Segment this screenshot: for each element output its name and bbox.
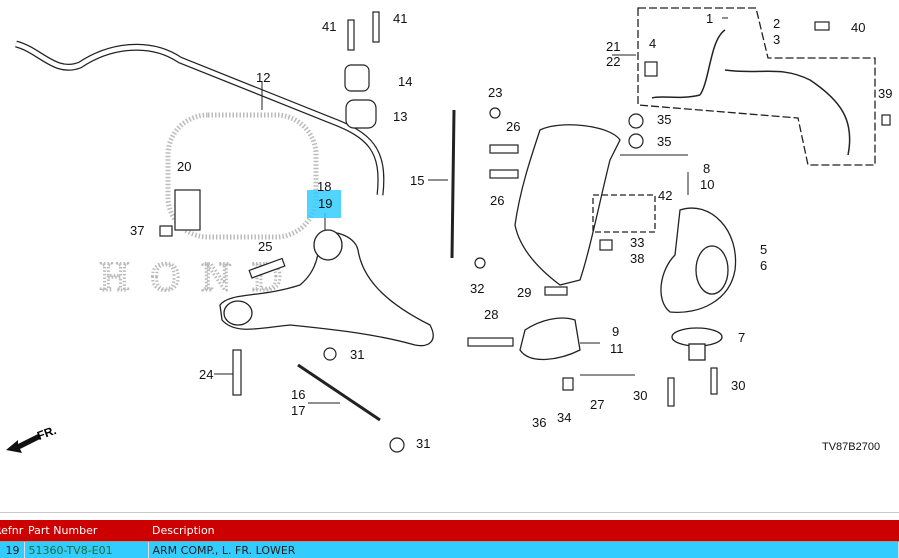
callout-6[interactable]: 6 — [760, 258, 768, 273]
table-header-row: Refnr Part Number Description — [0, 520, 899, 542]
callout-19[interactable]: 19 — [318, 196, 333, 211]
callout-4[interactable]: 4 — [649, 36, 657, 51]
divider — [0, 512, 899, 513]
callout-15[interactable]: 15 — [410, 173, 425, 188]
callout-16[interactable]: 16 — [291, 387, 306, 402]
callout-35[interactable]: 35 — [657, 112, 672, 127]
callout-18[interactable]: 18 — [317, 179, 332, 194]
callout-14[interactable]: 14 — [398, 74, 413, 89]
column-header-part-number[interactable]: Part Number — [24, 520, 148, 542]
callout-30[interactable]: 30 — [633, 388, 648, 403]
callout-9[interactable]: 9 — [612, 324, 620, 339]
callout-29[interactable]: 29 — [517, 285, 532, 300]
parts-diagram: HONDA — [6, 7, 893, 453]
callout-39[interactable]: 39 — [878, 86, 893, 101]
callout-12[interactable]: 12 — [256, 70, 271, 85]
callout-5[interactable]: 5 — [760, 242, 768, 257]
callout-41[interactable]: 41 — [393, 11, 408, 26]
callout-28[interactable]: 28 — [484, 307, 499, 322]
callout-33[interactable]: 33 — [630, 235, 645, 250]
callout-17[interactable]: 17 — [291, 403, 306, 418]
callout-40[interactable]: 40 — [851, 20, 866, 35]
diagram-drawing: HONDA — [14, 7, 891, 453]
column-header-description[interactable]: Description — [148, 520, 899, 542]
callout-32[interactable]: 32 — [470, 281, 485, 296]
highlight-ref-19[interactable] — [307, 190, 341, 218]
diagram-code: TV87B2700 — [822, 441, 881, 453]
sensor-group-box — [637, 7, 876, 166]
column-header-refnr[interactable]: Refnr — [0, 520, 24, 542]
cell-refnr: 19 — [0, 541, 25, 558]
arrow-left-icon — [6, 434, 40, 453]
callout-34[interactable]: 34 — [557, 410, 572, 425]
callout-26[interactable]: 26 — [490, 193, 505, 208]
callout-31[interactable]: 31 — [416, 436, 431, 451]
callout-21[interactable]: 21 — [606, 39, 621, 54]
callout-8[interactable]: 8 — [703, 161, 711, 176]
lower-arm[interactable] — [219, 231, 434, 347]
callout-26[interactable]: 26 — [506, 119, 521, 134]
callout-24[interactable]: 24 — [199, 367, 214, 382]
callout-37[interactable]: 37 — [130, 223, 145, 238]
callout-2[interactable]: 2 — [773, 16, 781, 31]
parts-table: Refnr Part Number Description 19 51360-T… — [0, 520, 899, 558]
table-row[interactable]: 19 51360-TV8-E01 ARM COMP., L. FR. LOWER — [0, 541, 899, 558]
callout-3[interactable]: 3 — [773, 32, 781, 47]
callout-27[interactable]: 27 — [590, 397, 605, 412]
cell-part-number[interactable]: 51360-TV8-E01 — [24, 541, 149, 558]
callout-22[interactable]: 22 — [606, 54, 621, 69]
knuckle — [514, 124, 621, 286]
callout-25[interactable]: 25 — [258, 239, 273, 254]
callout-1[interactable]: 1 — [706, 11, 714, 26]
cell-description: ARM COMP., L. FR. LOWER — [148, 541, 899, 558]
callout-42[interactable]: 42 — [658, 188, 673, 203]
callout-20[interactable]: 20 — [177, 159, 192, 174]
callout-38[interactable]: 38 — [630, 251, 645, 266]
callout-23[interactable]: 23 — [488, 85, 503, 100]
callout-30[interactable]: 30 — [731, 378, 746, 393]
callout-36[interactable]: 36 — [532, 415, 547, 430]
callout-13[interactable]: 13 — [393, 109, 408, 124]
callout-11[interactable]: 11 — [610, 341, 624, 356]
callout-35[interactable]: 35 — [657, 134, 672, 149]
callout-31[interactable]: 31 — [350, 347, 365, 362]
callout-7[interactable]: 7 — [738, 330, 746, 345]
callout-41[interactable]: 41 — [322, 19, 337, 34]
callout-10[interactable]: 10 — [700, 177, 715, 192]
